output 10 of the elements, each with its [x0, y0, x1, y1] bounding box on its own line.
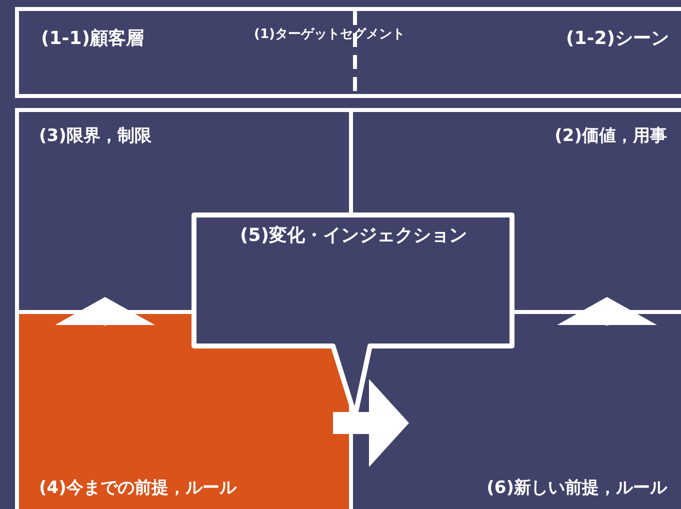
arrowhead	[557, 297, 657, 326]
arrowhead	[55, 297, 155, 326]
cell-label: (3)限界，制限	[39, 125, 152, 147]
cell-label: (2)価値，用事	[554, 125, 667, 147]
cell-label: (1-1)顧客層	[41, 27, 144, 50]
cell-label: (1-2)シーン	[566, 27, 669, 50]
callout-label: (5)変化・インジェクション	[239, 224, 468, 247]
cell-label: (6)新しい前提，ルール	[486, 477, 667, 499]
cell-label: (4)今までの前提，ルール	[39, 477, 236, 499]
segment-band	[15, 7, 681, 98]
